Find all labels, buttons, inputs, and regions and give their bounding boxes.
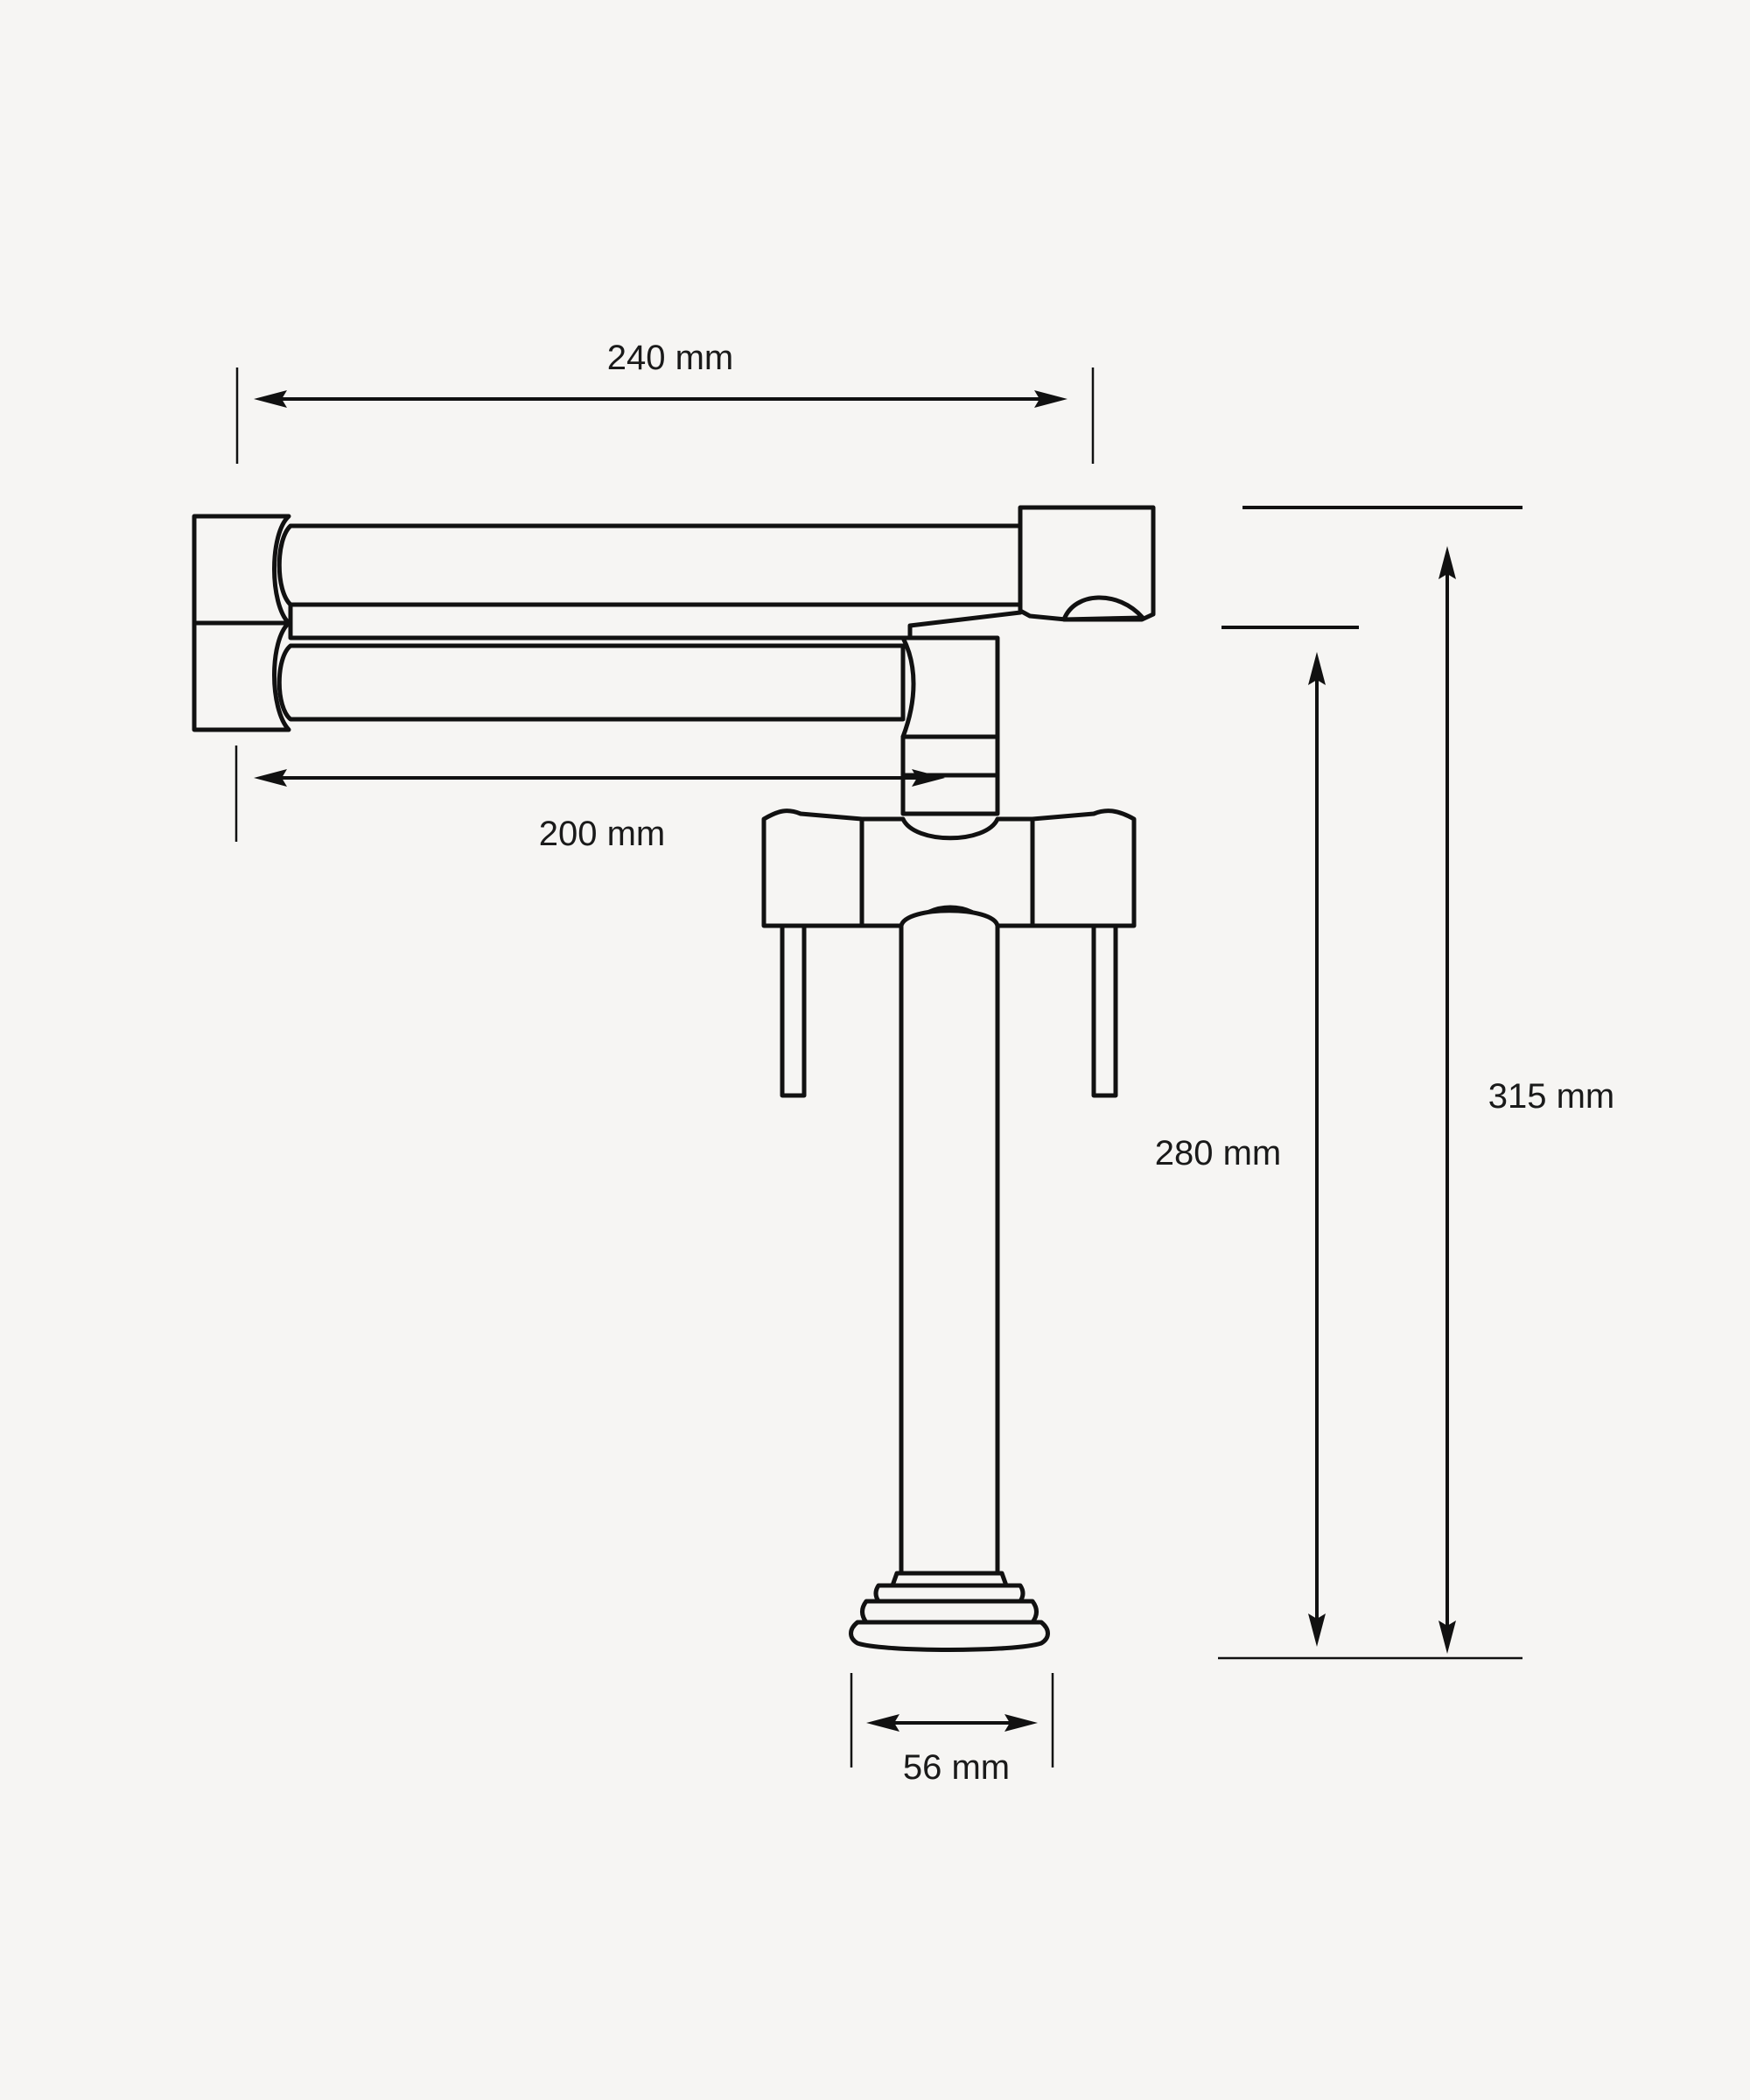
right-valve-body (1030, 808, 1137, 928)
arrowhead-top-315 (1438, 546, 1456, 579)
arrowhead-left-56 (866, 1714, 900, 1732)
arrowhead-bottom-280 (1308, 1614, 1326, 1647)
dimension-base-diameter: 56 mm (850, 1673, 1054, 1787)
dimension-label-56: 56 mm (903, 1748, 1010, 1787)
base-flange-ring-3 (860, 1599, 1039, 1625)
lower-right-knuckle (900, 635, 1000, 739)
upper-arm-tube (276, 523, 1023, 607)
left-valve-body (761, 808, 864, 928)
dimension-total-height: 315 mm (1242, 506, 1615, 1654)
base-flange (849, 1571, 1050, 1652)
arrowhead-left-200 (254, 769, 287, 787)
arrowhead-left-240 (254, 390, 287, 408)
arrowhead-top-280 (1308, 652, 1326, 685)
upper-left-knuckle (192, 514, 291, 626)
base-flange-ring-4 (849, 1620, 1050, 1652)
left-handle-post (780, 923, 807, 1098)
spout-outlet (1061, 595, 1145, 622)
dimension-label-315: 315 mm (1488, 1077, 1615, 1116)
arm-connector-strip (288, 602, 1023, 640)
right-handle-post (1091, 923, 1118, 1098)
dimension-label-280: 280 mm (1155, 1134, 1282, 1172)
arrowhead-right-200 (912, 769, 945, 787)
dimension-arm-inner-length: 200 mm (234, 746, 945, 853)
dimension-spout-height: 280 mm (1155, 626, 1522, 1660)
dimension-label-240: 240 mm (607, 339, 734, 377)
faucet-body (192, 505, 1156, 1652)
arrowhead-right-240 (1034, 390, 1068, 408)
arrowhead-right-56 (1004, 1714, 1038, 1732)
riser-tube (899, 908, 1000, 1576)
dimension-arm-full-length: 240 mm (235, 339, 1095, 464)
dimension-label-200: 200 mm (539, 815, 666, 853)
lower-left-knuckle (192, 620, 291, 732)
arrowhead-bottom-315 (1438, 1620, 1456, 1654)
base-flange-ring-2 (873, 1583, 1026, 1604)
lower-arm-tube (276, 643, 906, 722)
